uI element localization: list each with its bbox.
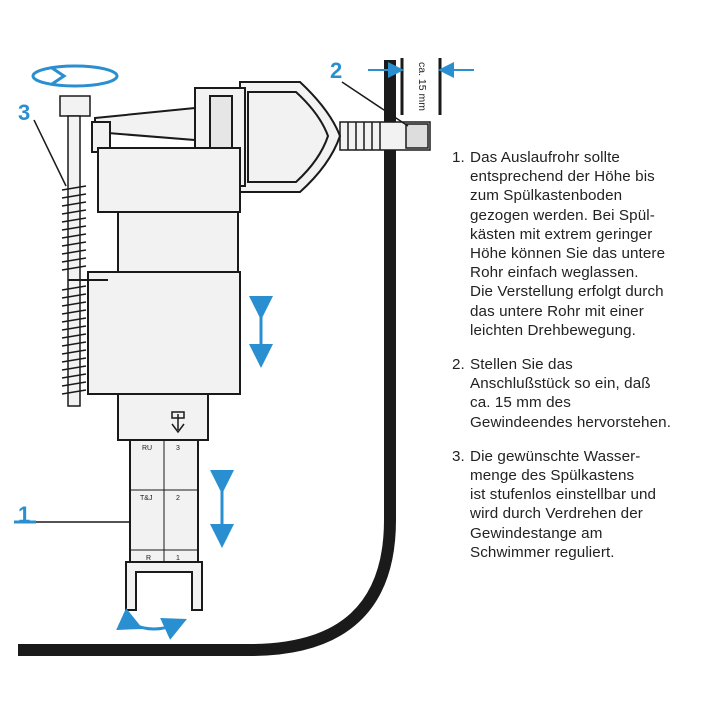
valve-body	[97, 147, 241, 273]
callout-two: 2	[330, 58, 343, 83]
step-1-line: zum Spülkastenboden	[470, 187, 623, 205]
step-2-line: Stellen Sie das	[470, 356, 573, 374]
threaded-connector	[339, 121, 431, 151]
upper-tube	[117, 393, 209, 441]
step-3-text: Die gewünschte Wasser- menge des Spülkas…	[470, 447, 714, 562]
step-1-text: Das Auslaufrohr sollte entsprechend der …	[470, 148, 714, 340]
step-1-line: Die Verstellung erfolgt durch	[470, 283, 664, 301]
float-box	[68, 271, 241, 395]
step-1: 1. Das Auslaufrohr sollte entsprechend d…	[452, 148, 714, 340]
step-3: 3. Die gewünschte Wasser- menge des Spül…	[452, 447, 714, 562]
step-2: 2. Stellen Sie das Anschlußstück so ein,…	[452, 355, 714, 432]
step-1-line: Höhe können Sie das untere	[470, 245, 666, 263]
tube-mark-low-right: 1	[176, 555, 180, 562]
step-1-line: kästen mit extrem geringer	[470, 225, 653, 243]
tube-mark-upper-right: 3	[176, 445, 180, 452]
outlet-tube	[125, 439, 203, 611]
step-3-line: wird durch Verdrehen der	[470, 505, 643, 523]
threaded-rod	[59, 95, 91, 407]
callout-three: 3	[18, 100, 31, 125]
step-2-line: Anschlußstück so ein, daß	[470, 375, 651, 393]
step-1-line: Rohr einfach weglassen.	[470, 264, 639, 282]
step-2-text: Stellen Sie das Anschlußstück so ein, da…	[470, 355, 714, 432]
step-1-line: leichten Drehbewegung.	[470, 321, 636, 339]
lever-arm	[91, 106, 196, 153]
step-3-line: Gewindestange am	[470, 524, 603, 542]
tank-wall	[18, 60, 396, 656]
tube-mark-upper-left: RU	[142, 445, 152, 452]
callout-leaders	[33, 81, 409, 523]
tube-mark-low-left: R	[146, 555, 151, 562]
step-2-line: Gewindeendes hervorstehen.	[470, 413, 672, 431]
rotate-rod-arrow	[31, 64, 119, 88]
tube-marks: RU 3 T&J 2 R 1	[140, 445, 180, 562]
step-3-line: Die gewünschte Wasser-	[470, 447, 641, 465]
step-3-line: menge des Spülkastens	[470, 467, 635, 485]
step-1-line: entsprechend der Höhe bis	[470, 168, 655, 186]
instructions: 1. Das Auslaufrohr sollte entsprechend d…	[452, 148, 714, 577]
step-2-number: 2.	[452, 356, 465, 374]
step-1-line: das untere Rohr mit einer	[470, 302, 644, 320]
step-3-number: 3.	[452, 447, 465, 465]
tube-down-indicator	[171, 411, 185, 434]
tube-mark-mid-left: T&J	[140, 495, 152, 502]
step-1-number: 1.	[452, 149, 465, 166]
step-2-line: ca. 15 mm des	[470, 394, 571, 412]
step-3-line: ist stufenlos einstellbar und	[470, 486, 657, 504]
step-1-line: gezogen werden. Bei Spül-	[470, 206, 655, 224]
gap-label: ca. 15 mm	[416, 62, 428, 112]
tube-mark-mid-right: 2	[176, 495, 180, 502]
step-1-line: Das Auslaufrohr sollte	[470, 149, 620, 166]
step-3-line: Schwimmer reguliert.	[470, 543, 615, 561]
callout-one: 1	[18, 502, 31, 527]
rotate-tube-arrow	[116, 608, 187, 640]
